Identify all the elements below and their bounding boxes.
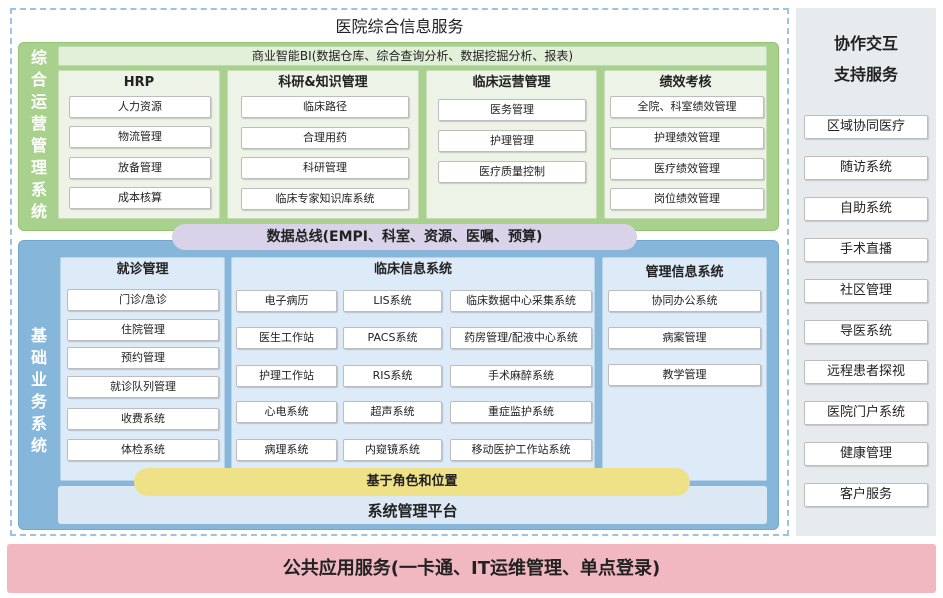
panel-title: 临床信息系统 [373, 262, 452, 277]
module-item: 全院、科室绩效管理 [610, 96, 764, 118]
module-item: 人力资源 [69, 96, 211, 118]
module-item: 重症监护系统 [450, 401, 592, 423]
module-item: 病理系统 [236, 439, 337, 461]
basic-label-wrap: 基础业务系统 [20, 248, 54, 538]
operations-section-label: 综合运营管理系统 [28, 48, 47, 225]
service-item: 手术直播 [804, 238, 928, 262]
module-item: 医疗绩效管理 [610, 158, 764, 180]
collaboration-panel: 协作交互 支持服务 区域协同医疗 随访系统 自助系统 手术直播 社区管理 导医系… [796, 8, 936, 536]
clinical-operations-column: 临床运营管理 医务管理 护理管理 医疗质量控制 [426, 70, 597, 219]
module-item: 药房管理/配液中心系统 [450, 327, 592, 349]
collaboration-title-line1: 协作交互 [833, 34, 898, 53]
diagram-title: 医院综合信息服务 [335, 17, 464, 36]
module-item: 病案管理 [608, 327, 761, 349]
module-item: 临床路径 [241, 96, 409, 118]
bi-bar: 商业智能BI(数据仓库、综合查询分析、数据挖掘分析、报表) [58, 46, 767, 66]
service-item: 导医系统 [804, 320, 928, 344]
module-item: 科研管理 [241, 157, 409, 179]
module-item: 教学管理 [608, 364, 761, 386]
module-item: 就诊队列管理 [67, 376, 219, 398]
module-item: 协同办公系统 [608, 290, 761, 312]
module-item: 成本核算 [69, 187, 211, 209]
clinical-information-panel: 临床信息系统 电子病历 LIS系统 临床数据中心采集系统 医生工作站 PACS系… [231, 257, 595, 481]
module-item: 心电系统 [236, 401, 337, 423]
service-item: 远程患者探视 [804, 360, 928, 384]
module-item: 内窥镜系统 [343, 439, 442, 461]
module-item: PACS系统 [343, 327, 442, 349]
module-item: 护理工作站 [236, 365, 337, 387]
data-bus-bar: 数据总线(EMPI、科室、资源、医嘱、预算) [172, 224, 637, 250]
service-item: 健康管理 [804, 442, 928, 466]
performance-column: 绩效考核 全院、科室绩效管理 护理绩效管理 医疗绩效管理 岗位绩效管理 [604, 70, 767, 219]
research-knowledge-column: 科研&知识管理 临床路径 合理用药 科研管理 临床专家知识库系统 [227, 70, 419, 219]
column-title: 科研&知识管理 [278, 75, 368, 90]
module-item: 电子病历 [236, 290, 337, 312]
service-item: 客户服务 [804, 483, 928, 507]
service-item: 医院门户系统 [804, 401, 928, 425]
service-item: 社区管理 [804, 279, 928, 303]
column-title: 绩效考核 [659, 75, 712, 90]
public-services-bar: 公共应用服务(一卡通、IT运维管理、单点登录) [7, 544, 936, 593]
visit-management-panel: 就诊管理 门诊/急诊 住院管理 预约管理 就诊队列管理 收费系统 体检系统 [60, 257, 225, 481]
module-item: 护理绩效管理 [610, 127, 764, 149]
module-item: 临床数据中心采集系统 [450, 290, 592, 312]
service-item: 自助系统 [804, 197, 928, 221]
module-item: 手术麻醉系统 [450, 365, 592, 387]
module-item: 预约管理 [67, 347, 219, 369]
module-item: 移动医护工作站系统 [450, 439, 592, 461]
service-item: 随访系统 [804, 156, 928, 180]
module-item: LIS系统 [343, 290, 442, 312]
module-item: 放备管理 [69, 157, 211, 179]
module-item: 临床专家知识库系统 [241, 188, 409, 210]
role-location-bar: 基于角色和位置 [134, 468, 690, 496]
module-item: 医务管理 [438, 99, 586, 121]
operations-label-wrap: 综合运营管理系统 [20, 42, 54, 231]
module-item: RIS系统 [343, 365, 442, 387]
module-item: 门诊/急诊 [67, 289, 219, 311]
basic-section-label: 基础业务系统 [28, 327, 47, 459]
module-item: 岗位绩效管理 [610, 188, 764, 210]
module-item: 体检系统 [67, 439, 219, 461]
module-item: 超声系统 [343, 401, 442, 423]
management-information-panel: 管理信息系统 协同办公系统 病案管理 教学管理 [602, 257, 767, 481]
panel-title: 管理信息系统 [645, 265, 724, 280]
hrp-column: HRP 人力资源 物流管理 放备管理 成本核算 [58, 70, 220, 219]
module-item: 合理用药 [241, 127, 409, 149]
module-item: 物流管理 [69, 126, 211, 148]
module-item: 医疗质量控制 [438, 161, 586, 183]
column-title: 临床运营管理 [472, 75, 551, 90]
module-item: 收费系统 [67, 408, 219, 430]
hospital-services-frame [10, 8, 789, 536]
column-title: HRP [123, 75, 155, 90]
module-item: 护理管理 [438, 130, 586, 152]
module-item: 医生工作站 [236, 327, 337, 349]
module-item: 住院管理 [67, 319, 219, 341]
panel-title: 就诊管理 [116, 262, 169, 277]
collaboration-title-line2: 支持服务 [833, 65, 898, 84]
service-item: 区域协同医疗 [804, 115, 928, 139]
